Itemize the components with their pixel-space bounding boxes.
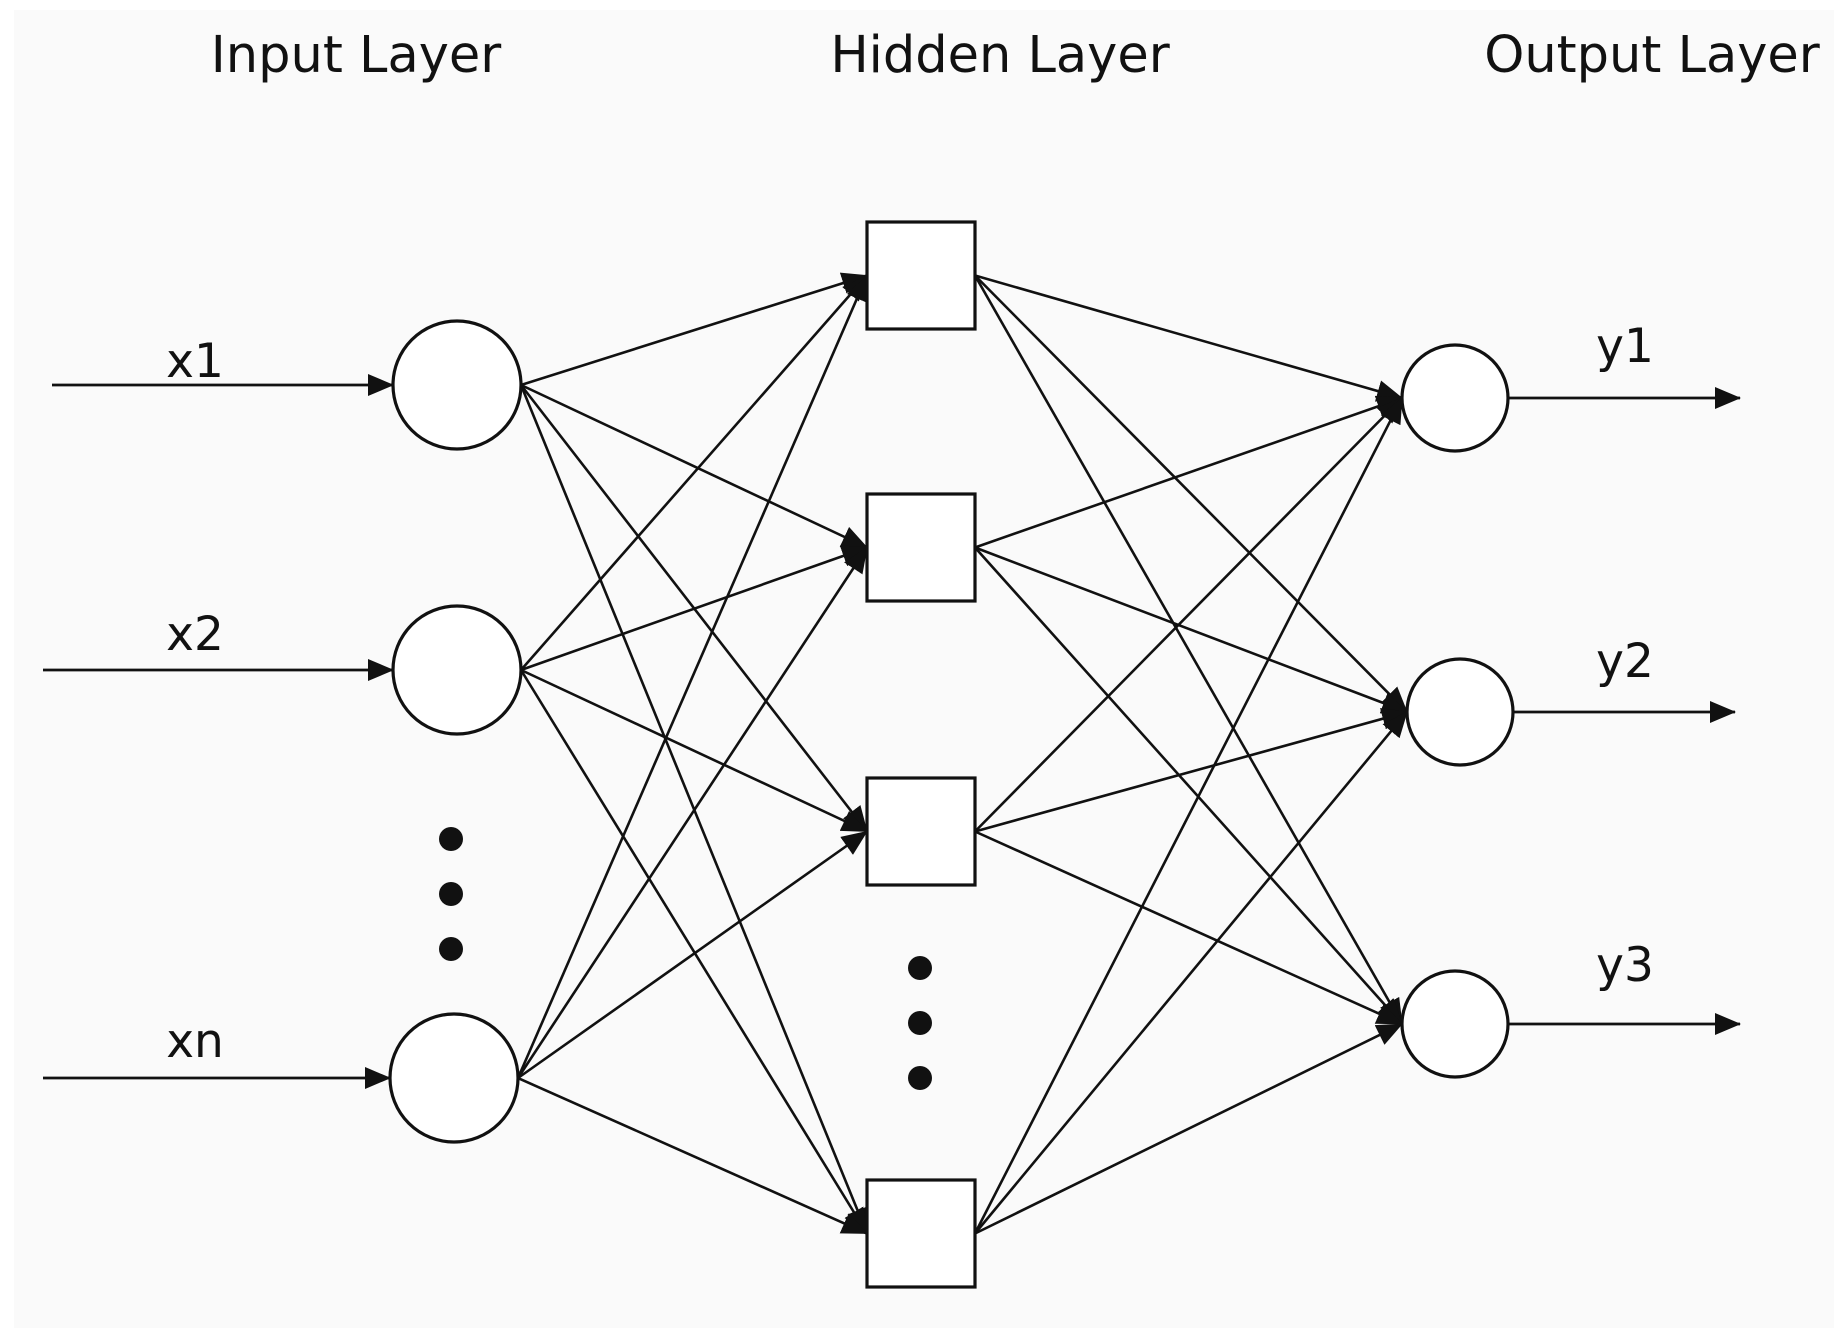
output-node-out2 xyxy=(1405,657,1515,767)
hidden-node-h1 xyxy=(865,220,977,331)
output-node-out3 xyxy=(1400,969,1510,1079)
input-node-in2 xyxy=(391,604,523,736)
edge-h3-out1 xyxy=(974,397,1403,833)
edge-inN-h1 xyxy=(516,274,869,1079)
edge-h2-out1 xyxy=(974,395,1403,549)
hidden-ellipsis xyxy=(908,956,932,1090)
input-node-in1 xyxy=(391,319,523,451)
output-arrows xyxy=(1508,387,1741,1035)
edge-in2-h3 xyxy=(520,668,868,833)
hidden-node-h3 xyxy=(865,776,977,887)
edge-h1-out1 xyxy=(974,274,1403,402)
output-label-y3: y3 xyxy=(1596,938,1654,993)
edge-h2-out3 xyxy=(974,546,1403,1025)
input-label-xn: xn xyxy=(166,1014,224,1069)
edge-in2-h1 xyxy=(520,274,868,671)
edge-h3-out3 xyxy=(974,830,1403,1026)
input-arrows xyxy=(43,374,394,1089)
edge-group xyxy=(516,272,1409,1235)
edge-h2-out2 xyxy=(974,546,1408,714)
output-label-y1: y1 xyxy=(1596,319,1654,374)
edge-in1-h2 xyxy=(520,383,868,549)
edge-h3-out2 xyxy=(974,708,1408,833)
input-label-x1: x1 xyxy=(166,334,224,389)
edge-h1-out3 xyxy=(973,274,1404,1025)
ellipsis-dot xyxy=(908,956,932,980)
edge-hN-out2 xyxy=(973,711,1409,1235)
ellipsis-dot xyxy=(908,1011,932,1035)
ellipsis-dot xyxy=(908,1066,932,1090)
input-label-x2: x2 xyxy=(166,607,224,662)
edge-inN-h3 xyxy=(517,830,868,1080)
edge-h1-out2 xyxy=(974,274,1408,713)
edge-in2-hN xyxy=(519,669,869,1235)
ellipsis-dot xyxy=(439,827,463,851)
node-group xyxy=(388,220,1515,1289)
edge-hN-out3 xyxy=(974,1022,1403,1235)
input-node-inN xyxy=(388,1012,520,1144)
output-label-y2: y2 xyxy=(1596,634,1654,689)
output-layer-title: Output Layer xyxy=(1484,26,1820,85)
hidden-node-h2 xyxy=(865,492,977,603)
edge-in1-h1 xyxy=(520,272,868,387)
hidden-node-hN xyxy=(865,1178,977,1289)
edge-hN-out1 xyxy=(973,397,1404,1235)
edge-inN-hN xyxy=(517,1076,868,1235)
input-layer-title: Input Layer xyxy=(211,26,501,85)
input-ellipsis xyxy=(439,827,463,961)
edge-inN-h2 xyxy=(516,546,869,1079)
output-node-out1 xyxy=(1400,343,1510,453)
ellipsis-dot xyxy=(439,882,463,906)
ellipsis-dot xyxy=(439,937,463,961)
edge-in2-h2 xyxy=(520,545,868,672)
hidden-layer-title: Hidden Layer xyxy=(830,26,1169,85)
